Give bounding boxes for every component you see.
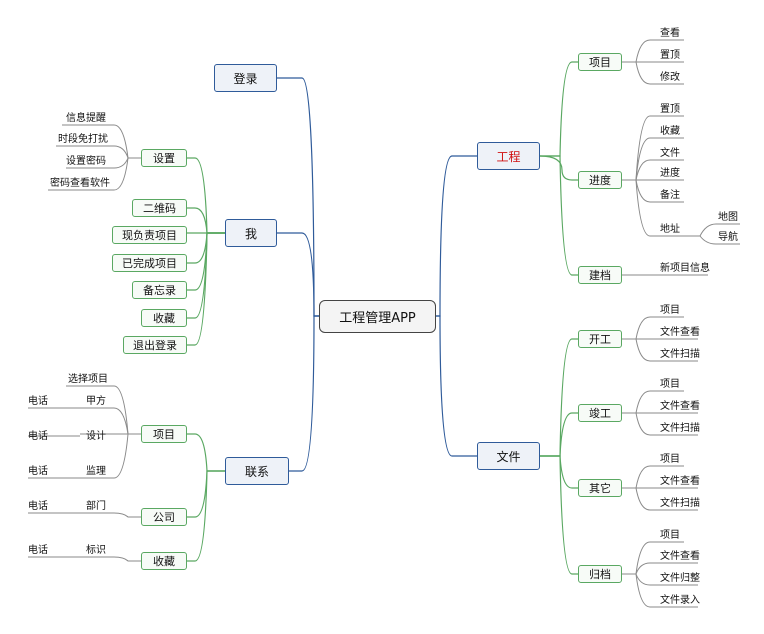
connector-files-other (540, 455, 578, 489)
connector-files-start (540, 338, 578, 457)
leaf-map[interactable]: 地图 (718, 212, 738, 223)
contacts-node[interactable]: 联系 (225, 457, 289, 485)
me-completed-projects-node[interactable]: 已完成项目 (112, 254, 187, 272)
leaf-progress-address[interactable]: 地址 (660, 224, 680, 235)
connector-engineering-archive (540, 155, 578, 276)
leaf-start-view[interactable]: 文件查看 (660, 327, 700, 338)
leaf-phone-tag[interactable]: 电话 (28, 545, 48, 556)
leaf-filing-view[interactable]: 文件查看 (660, 551, 700, 562)
leaf-filing-entry[interactable]: 文件录入 (660, 595, 700, 606)
leaf-phone-supervision[interactable]: 电话 (28, 466, 48, 477)
me-settings-node[interactable]: 设置 (141, 149, 187, 167)
leaf-phone-design[interactable]: 电话 (28, 431, 48, 442)
leaf-progress-pin[interactable]: 置顶 (660, 104, 680, 115)
leaf-phone-client[interactable]: 电话 (28, 396, 48, 407)
engineering-project-node[interactable]: 项目 (578, 53, 622, 71)
leaf-progress-note[interactable]: 备注 (660, 190, 680, 201)
connector-root-login (277, 77, 319, 317)
leaf-info-reminder[interactable]: 信息提醒 (66, 113, 106, 124)
files-other-node[interactable]: 其它 (578, 479, 622, 497)
me-node[interactable]: 我 (225, 219, 277, 247)
leaf-pin[interactable]: 置顶 (660, 50, 680, 61)
engineering-node[interactable]: 工程 (477, 142, 540, 170)
main-connectors (277, 77, 477, 472)
connector-root-files (436, 315, 477, 457)
leaf-role-supervision[interactable]: 监理 (86, 466, 106, 477)
leaf-progress-file[interactable]: 文件 (660, 148, 680, 159)
leaf-set-password[interactable]: 设置密码 (66, 156, 106, 167)
leaf-filing-project[interactable]: 项目 (660, 530, 680, 541)
files-start-node[interactable]: 开工 (578, 330, 622, 348)
root-node[interactable]: 工程管理APP (319, 300, 436, 333)
leaf-role-tag[interactable]: 标识 (86, 545, 106, 556)
connector-contacts-favorites (187, 470, 225, 562)
contacts-company-node[interactable]: 公司 (141, 508, 187, 526)
leaf-complete-project[interactable]: 项目 (660, 379, 680, 390)
connector-engineering-progress (539, 155, 578, 181)
leaf-do-not-disturb[interactable]: 时段免打扰 (58, 134, 108, 145)
leaf-progress-favorite[interactable]: 收藏 (660, 126, 680, 137)
leaf-role-department[interactable]: 部门 (86, 501, 106, 512)
leaf-start-project[interactable]: 项目 (660, 305, 680, 316)
leaf-navigation[interactable]: 导航 (718, 232, 738, 243)
me-logout-node[interactable]: 退出登录 (123, 336, 187, 354)
connector-engineering-project (540, 61, 578, 157)
connector-contacts-project (187, 433, 225, 472)
leaf-other-view[interactable]: 文件查看 (660, 476, 700, 487)
leaf-edit[interactable]: 修改 (660, 72, 680, 83)
sub-connectors (187, 61, 578, 575)
files-node[interactable]: 文件 (477, 442, 540, 470)
contacts-favorites-node[interactable]: 收藏 (141, 552, 187, 570)
connector-files-complete (540, 412, 578, 457)
leaf-view[interactable]: 查看 (660, 28, 680, 39)
leaf-filing-organize[interactable]: 文件归整 (660, 573, 700, 584)
leaf-connectors (28, 39, 740, 608)
files-filing-node[interactable]: 归档 (578, 565, 622, 583)
files-complete-node[interactable]: 竣工 (578, 404, 622, 422)
me-current-projects-node[interactable]: 现负责项目 (112, 226, 187, 244)
login-node[interactable]: 登录 (214, 64, 277, 92)
leaf-complete-view[interactable]: 文件查看 (660, 401, 700, 412)
me-favorites-node[interactable]: 收藏 (141, 309, 187, 327)
leaf-progress-progress[interactable]: 进度 (660, 168, 680, 179)
engineering-archive-node[interactable]: 建档 (578, 266, 622, 284)
leaf-role-design[interactable]: 设计 (86, 431, 106, 442)
connector-me-logout (187, 232, 225, 346)
leaf-complete-scan[interactable]: 文件扫描 (660, 423, 700, 434)
connector-files-filing (540, 455, 578, 575)
contacts-project-node[interactable]: 项目 (141, 425, 187, 443)
leaf-other-scan[interactable]: 文件扫描 (660, 498, 700, 509)
connector-root-engineering (436, 155, 477, 317)
engineering-progress-node[interactable]: 进度 (578, 171, 622, 189)
leaf-select-project[interactable]: 选择项目 (68, 374, 108, 385)
me-qrcode-node[interactable]: 二维码 (132, 199, 187, 217)
leaf-other-project[interactable]: 项目 (660, 454, 680, 465)
leaf-phone-department[interactable]: 电话 (28, 501, 48, 512)
leaf-role-client[interactable]: 甲方 (86, 396, 106, 407)
connector-root-me (277, 232, 319, 317)
leaf-new-project-info[interactable]: 新项目信息 (660, 263, 710, 274)
leaf-start-scan[interactable]: 文件扫描 (660, 349, 700, 360)
me-memo-node[interactable]: 备忘录 (132, 281, 187, 299)
leaf-password-viewer[interactable]: 密码查看软件 (50, 178, 110, 189)
connector-root-contacts (289, 315, 319, 472)
